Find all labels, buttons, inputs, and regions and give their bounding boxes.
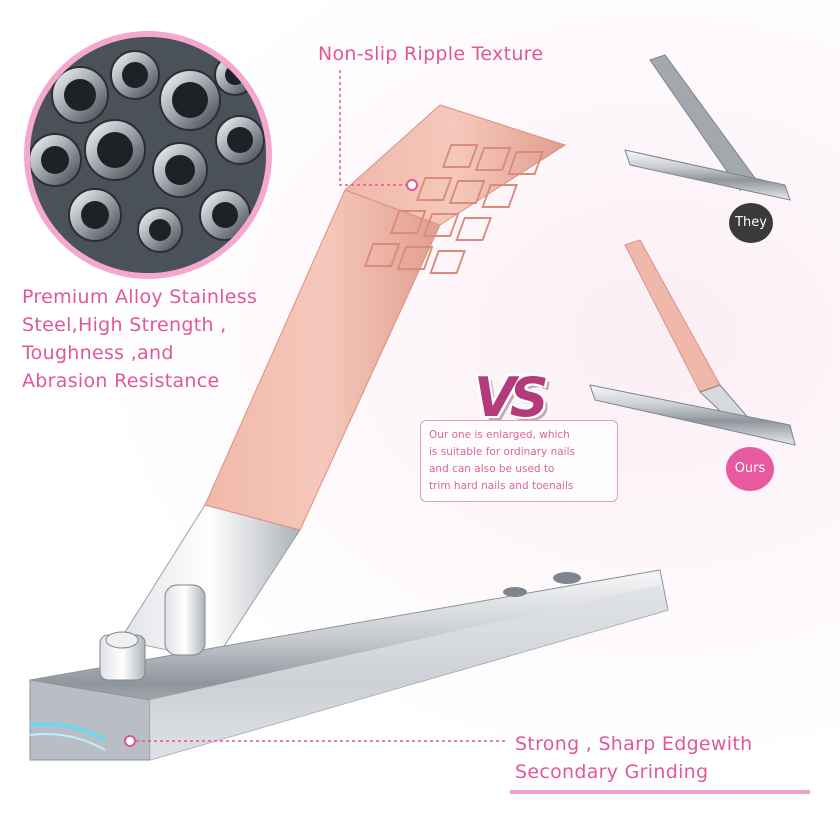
- comparison-description: Our one is enlarged, which is suitable f…: [420, 420, 618, 502]
- vs-label: VS: [474, 366, 549, 429]
- alloy-steel-label: Premium Alloy Stainless Steel,High Stren…: [22, 286, 258, 392]
- they-badge: They: [729, 203, 773, 243]
- sharp-edge-label: Strong , Sharp Edgewith Secondary Grindi…: [515, 733, 753, 783]
- ours-badge: Ours: [726, 447, 774, 491]
- ripple-texture-label: Non-slip Ripple Texture: [318, 43, 544, 65]
